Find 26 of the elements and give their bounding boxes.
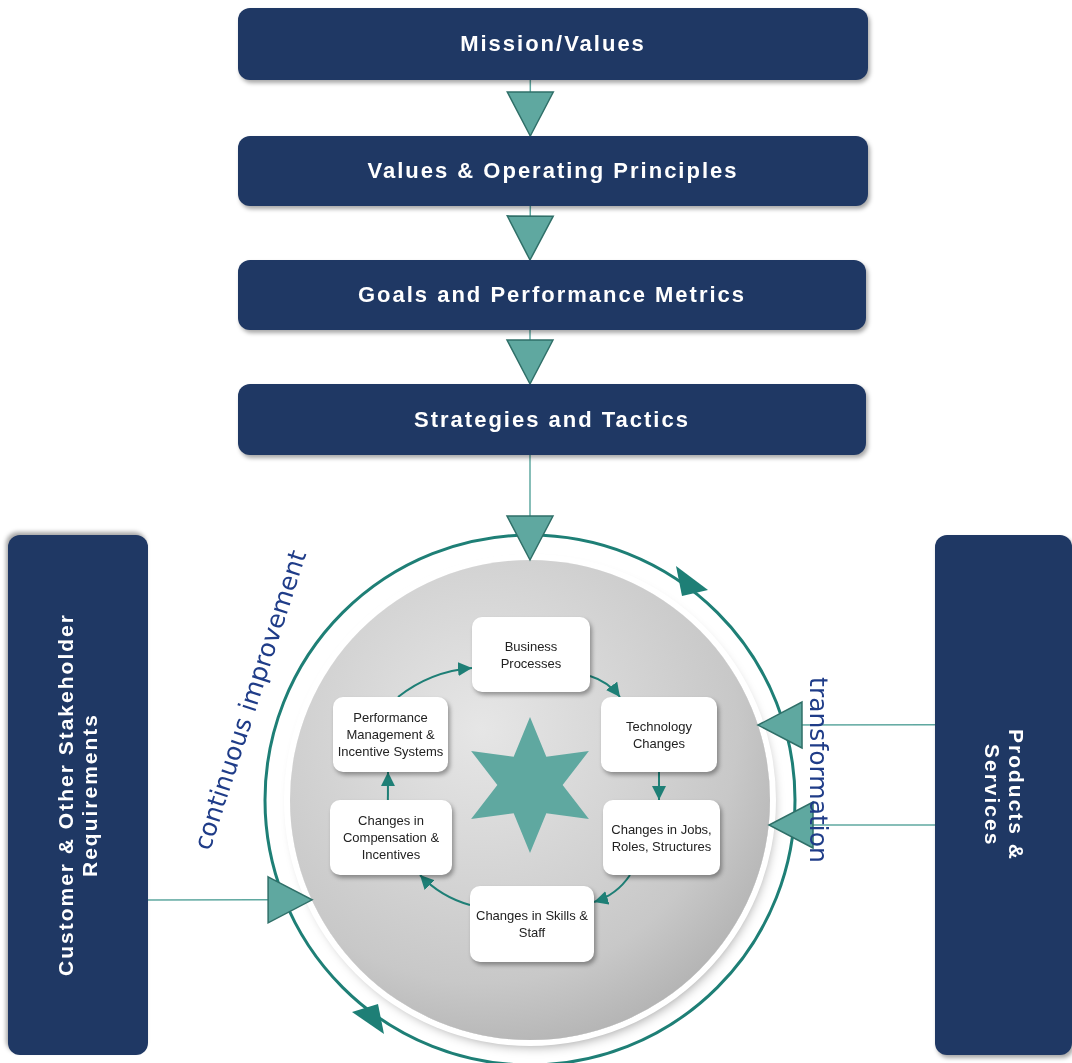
process-box: Products & Services [935, 535, 1072, 1055]
process-box: Mission/Values [238, 8, 868, 80]
process-box: Customer & Other Stakeholder Requirements [8, 535, 148, 1055]
step-box: Changes in Jobs, Roles, Structures [603, 800, 720, 875]
arrow [757, 701, 936, 749]
step-box: Changes in Skills & Staff [470, 886, 594, 962]
arrow [147, 876, 313, 924]
process-box: Strategies and Tactics [238, 384, 866, 455]
arrow [589, 675, 621, 698]
ring-label: transformation [803, 677, 833, 863]
step-box: Changes in Compensation & Incentives [330, 800, 452, 875]
arrow [593, 874, 631, 905]
arrow [506, 79, 555, 137]
step-box: Business Processes [472, 617, 590, 692]
step-box: Performance Management & Incentive Systems [333, 697, 448, 772]
process-box: Goals and Performance Metrics [238, 260, 866, 330]
arrow [397, 662, 473, 698]
step-box: Technology Changes [601, 697, 717, 772]
arrow [506, 454, 554, 561]
arrow [768, 801, 936, 849]
process-box: Values & Operating Principles [238, 136, 868, 206]
arrow [652, 771, 666, 801]
arrow [506, 329, 554, 385]
arrow [419, 874, 471, 906]
arrow [506, 205, 554, 261]
arrow [380, 771, 395, 801]
